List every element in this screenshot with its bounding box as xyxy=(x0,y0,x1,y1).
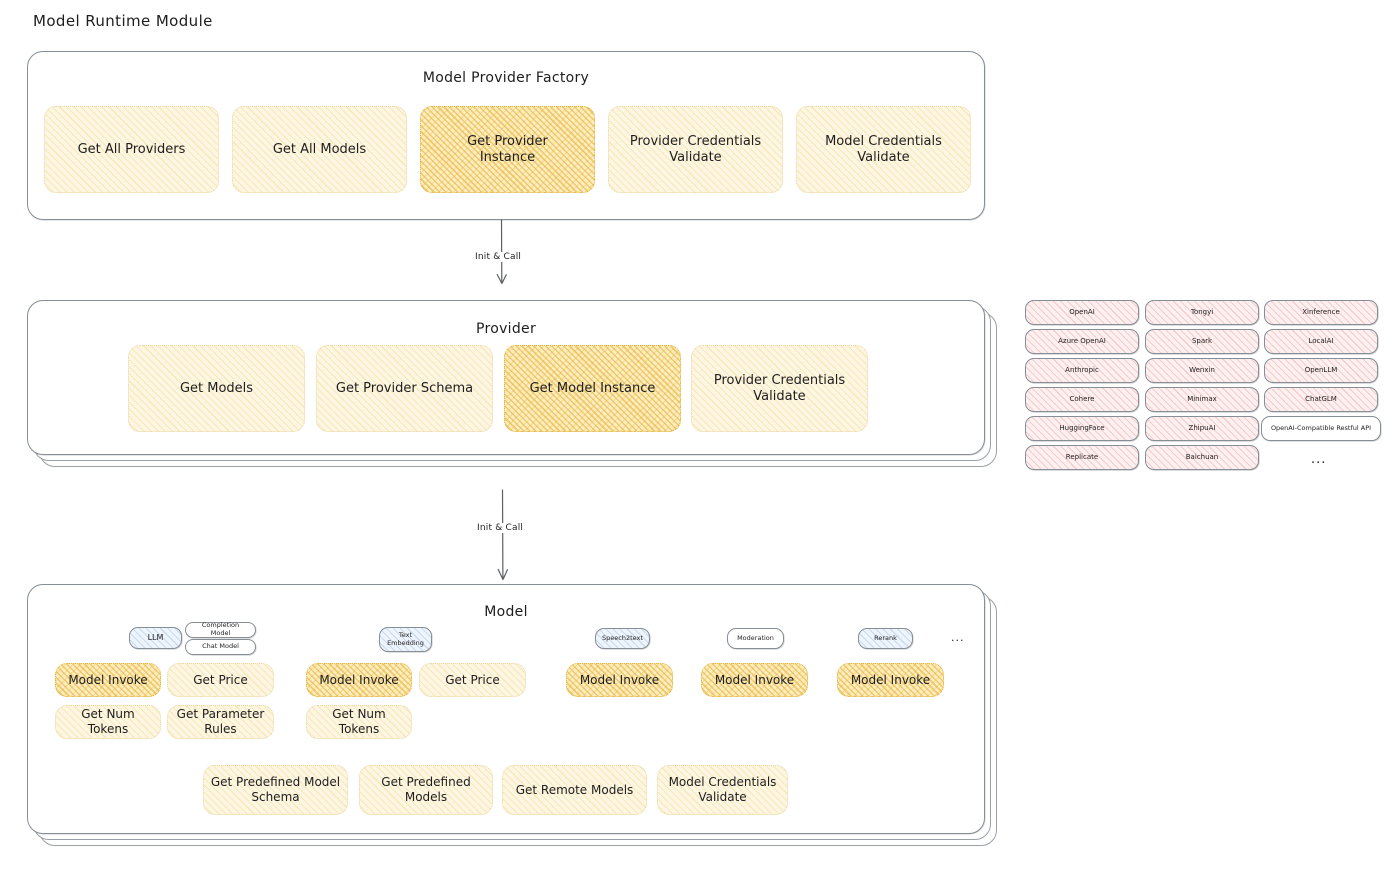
moderation-method-model-invoke[interactable]: Model Invoke xyxy=(701,663,808,697)
vendor-chip-baichuan[interactable]: Baichuan xyxy=(1145,445,1259,470)
model-provider-factory-title: Model Provider Factory xyxy=(422,70,590,86)
llm-method-model-invoke[interactable]: Model Invoke xyxy=(55,663,161,697)
vendor-chip-wenxin[interactable]: Wenxin xyxy=(1145,358,1259,383)
arrow-label-init-and-call-top: Init & Call xyxy=(472,252,525,262)
model-types-more-ellipsis: ... xyxy=(951,631,965,644)
model-type-badge-moderation[interactable]: Moderation xyxy=(727,628,784,649)
model-common-model-credentials-validate[interactable]: Model Credentials Validate xyxy=(657,765,788,815)
vendor-chip-zhipuai[interactable]: ZhipuAI xyxy=(1145,416,1259,441)
factory-box-get-all-models[interactable]: Get All Models xyxy=(232,106,407,193)
text-embedding-method-get-price[interactable]: Get Price xyxy=(419,663,526,697)
vendor-chip-cohere[interactable]: Cohere xyxy=(1025,387,1139,412)
vendor-chip-huggingface[interactable]: HuggingFace xyxy=(1025,416,1139,441)
provider-box-provider-credentials-validate[interactable]: Provider Credentials Validate xyxy=(691,345,868,432)
model-common-get-predefined-models[interactable]: Get Predefined Models xyxy=(359,765,493,815)
model-subtype-badge-chat-model[interactable]: Chat Model xyxy=(185,639,256,655)
page-title: Model Runtime Module xyxy=(33,12,213,30)
vendor-chip-openllm[interactable]: OpenLLM xyxy=(1264,358,1378,383)
llm-method-get-num-tokens[interactable]: Get Num Tokens xyxy=(55,705,161,739)
vendor-chip-minimax[interactable]: Minimax xyxy=(1145,387,1259,412)
provider-panel-title: Provider xyxy=(475,321,537,337)
text-embedding-method-get-num-tokens[interactable]: Get Num Tokens xyxy=(306,705,412,739)
arrow-factory-to-provider xyxy=(496,219,507,285)
factory-box-get-provider-instance[interactable]: Get Provider Instance xyxy=(420,106,595,193)
model-type-badge-rerank[interactable]: Rerank xyxy=(858,628,913,649)
vendor-chip-spark[interactable]: Spark xyxy=(1145,329,1259,354)
rerank-method-model-invoke[interactable]: Model Invoke xyxy=(837,663,944,697)
arrow-provider-to-model xyxy=(497,489,508,581)
text-embedding-method-model-invoke[interactable]: Model Invoke xyxy=(306,663,412,697)
vendor-chip-tongyi[interactable]: Tongyi xyxy=(1145,300,1259,325)
vendor-chip-xinference[interactable]: Xinference xyxy=(1264,300,1378,325)
model-panel-title: Model xyxy=(484,604,528,620)
vendor-chip-chatglm[interactable]: ChatGLM xyxy=(1264,387,1378,412)
vendor-list-more-ellipsis: ... xyxy=(1311,452,1327,467)
vendor-chip-openai[interactable]: OpenAI xyxy=(1025,300,1139,325)
vendor-chip-localai[interactable]: LocalAI xyxy=(1264,329,1378,354)
arrow-label-init-and-call-bottom: Init & Call xyxy=(474,523,527,533)
vendor-chip-replicate[interactable]: Replicate xyxy=(1025,445,1139,470)
speech2text-method-model-invoke[interactable]: Model Invoke xyxy=(566,663,673,697)
llm-method-get-parameter-rules[interactable]: Get Parameter Rules xyxy=(167,705,274,739)
provider-box-get-models[interactable]: Get Models xyxy=(128,345,305,432)
model-type-badge-text-embedding[interactable]: Text Embedding xyxy=(379,627,432,652)
factory-box-model-credentials-validate[interactable]: Model Credentials Validate xyxy=(796,106,971,193)
vendor-chip-azure-openai[interactable]: Azure OpenAI xyxy=(1025,329,1139,354)
model-common-get-remote-models[interactable]: Get Remote Models xyxy=(502,765,647,815)
provider-box-get-provider-schema[interactable]: Get Provider Schema xyxy=(316,345,493,432)
factory-box-provider-credentials-validate[interactable]: Provider Credentials Validate xyxy=(608,106,783,193)
vendor-chip-openai-compatible-restful-api[interactable]: OpenAI-Compatible Restful API xyxy=(1261,416,1381,441)
provider-box-get-model-instance[interactable]: Get Model Instance xyxy=(504,345,681,432)
model-common-get-predefined-model-schema[interactable]: Get Predefined Model Schema xyxy=(203,765,348,815)
model-type-badge-speech2text[interactable]: Speech2text xyxy=(595,628,650,649)
llm-method-get-price[interactable]: Get Price xyxy=(167,663,274,697)
model-type-badge-llm[interactable]: LLM xyxy=(129,627,182,649)
factory-box-get-all-providers[interactable]: Get All Providers xyxy=(44,106,219,193)
vendor-chip-anthropic[interactable]: Anthropic xyxy=(1025,358,1139,383)
model-subtype-badge-completion-model[interactable]: Completion Model xyxy=(185,621,256,638)
